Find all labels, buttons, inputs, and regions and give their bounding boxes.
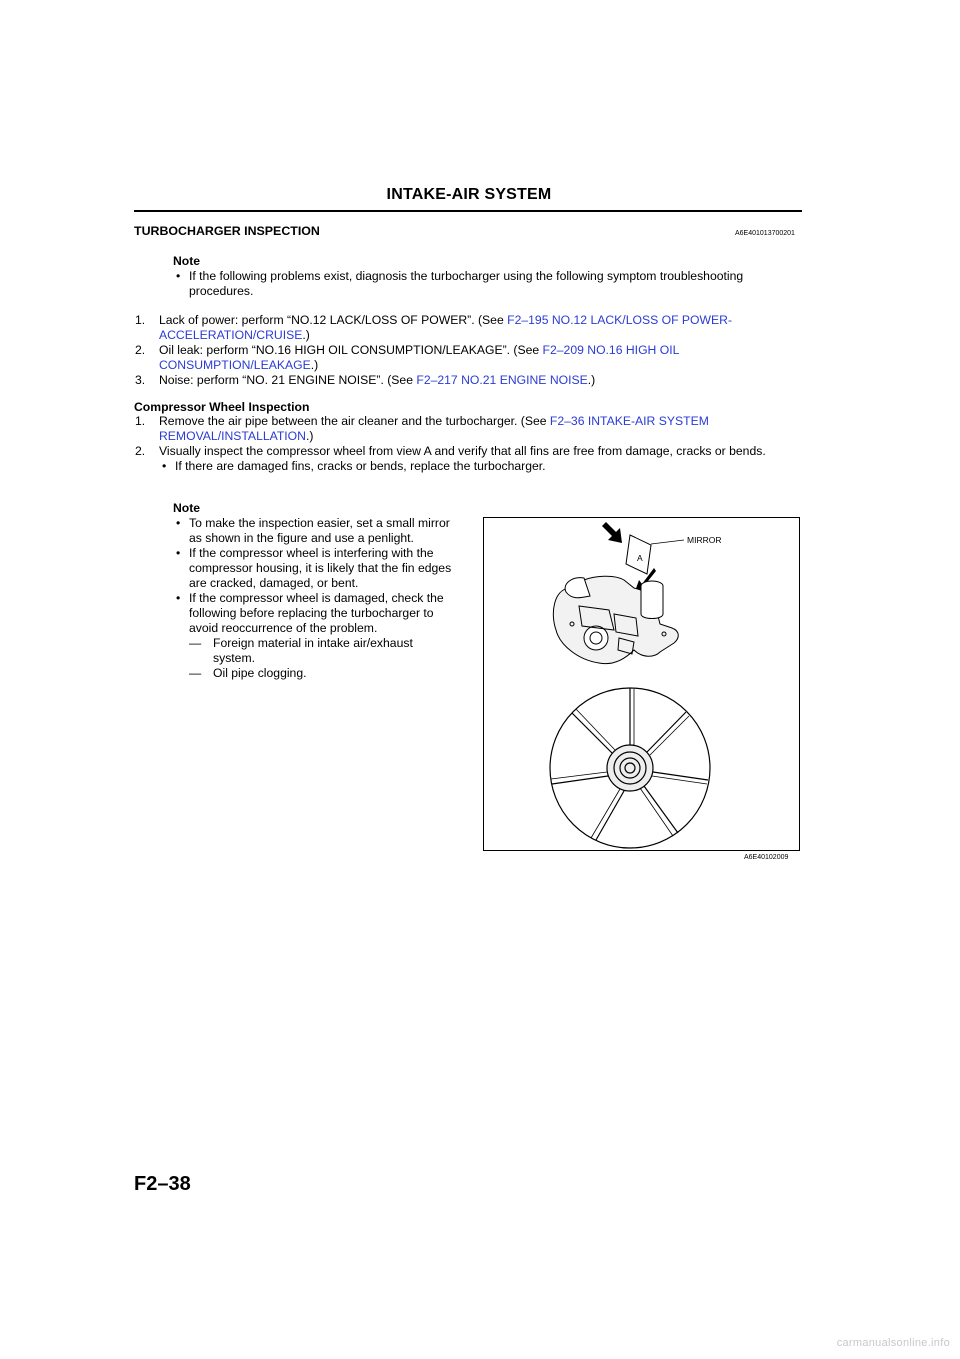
- dash-text: Foreign material in intake air/exhaust s…: [213, 636, 413, 665]
- note-bullet: • If the compressor wheel is damaged, ch…: [173, 591, 456, 636]
- list-text: Lack of power: perform “NO.12 LACK/LOSS …: [159, 313, 508, 327]
- list-item: 2. Visually inspect the compressor wheel…: [135, 444, 795, 459]
- turbocharger-illustration: [549, 522, 711, 849]
- list-text: Visually inspect the compressor wheel fr…: [159, 444, 766, 458]
- link-f2-195[interactable]: F2–195 NO.12 LACK/LOSS OF POWER-ACCELERA…: [159, 313, 733, 342]
- header-rule: [134, 210, 802, 212]
- list-number: 1.: [135, 414, 146, 428]
- list-item: 1. Remove the air pipe between the air c…: [135, 414, 795, 444]
- list-item: 3. Noise: perform “NO. 21 ENGINE NOISE”.…: [135, 373, 795, 388]
- link-f2-217[interactable]: F2–217 NO.21 ENGINE NOISE: [416, 373, 588, 387]
- note-block: Note • If the following problems exist, …: [173, 254, 793, 299]
- mirror-label: MIRROR: [687, 535, 722, 545]
- list-end: .): [310, 358, 319, 372]
- list-end: .): [587, 373, 596, 387]
- watermark: carmanualsonline.info: [836, 1337, 950, 1349]
- list-end: .): [305, 429, 314, 443]
- bullet-dot-icon: •: [176, 516, 181, 530]
- dash-mark: —: [189, 666, 202, 680]
- note-bullet: • If the following problems exist, diagn…: [173, 269, 793, 299]
- note-label: Note: [173, 254, 201, 268]
- section-code: A6E401013700201: [735, 230, 795, 237]
- view-a-label: A: [637, 553, 643, 563]
- note-bullet-text: If the compressor wheel is interfering w…: [189, 546, 452, 590]
- link-f2-36[interactable]: F2–36 INTAKE-AIR SYSTEM REMOVAL/INSTALLA…: [159, 414, 709, 443]
- list-number: 1.: [135, 313, 146, 327]
- turbocharger-icon: [552, 575, 679, 665]
- bullet-dot-icon: •: [176, 546, 181, 560]
- note-bullet-text: If the compressor wheel is damaged, chec…: [189, 591, 444, 635]
- dash-text: Oil pipe clogging.: [213, 666, 307, 680]
- list-number: 2.: [135, 343, 146, 357]
- view-arrow-icon: [602, 522, 622, 543]
- bullet-dot-icon: •: [176, 591, 181, 605]
- page-number: F2–38: [134, 1173, 191, 1195]
- bullet-dot-icon: •: [162, 459, 167, 473]
- dash-item: — Foreign material in intake air/exhaust…: [189, 636, 456, 666]
- compressor-wheel-icon: [549, 687, 711, 849]
- list-text: Oil leak: perform “NO.16 HIGH OIL CONSUM…: [159, 343, 543, 357]
- symptom-list: 1. Lack of power: perform “NO.12 LACK/LO…: [135, 313, 795, 388]
- note-bullet-text: To make the inspection easier, set a sma…: [189, 516, 450, 545]
- compressor-steps: 1. Remove the air pipe between the air c…: [135, 414, 795, 474]
- page-header-title: INTAKE-AIR SYSTEM: [386, 186, 552, 203]
- note-label: Note: [173, 501, 201, 515]
- note-bullet: • To make the inspection easier, set a s…: [173, 516, 456, 546]
- step2-bullet-text: If there are damaged fins, cracks or ben…: [175, 459, 546, 473]
- note-bullet: • If the compressor wheel is interfering…: [173, 546, 456, 591]
- dash-mark: —: [189, 636, 202, 650]
- list-item: 2. Oil leak: perform “NO.16 HIGH OIL CON…: [135, 343, 795, 373]
- step2-bullet: • If there are damaged fins, cracks or b…: [159, 459, 795, 474]
- list-item: 1. Lack of power: perform “NO.12 LACK/LO…: [135, 313, 795, 343]
- compressor-title: Compressor Wheel Inspection: [134, 400, 310, 414]
- link-f2-209[interactable]: F2–209 NO.16 HIGH OIL CONSUMPTION/LEAKAG…: [159, 343, 679, 372]
- section-title: TURBOCHARGER INSPECTION: [134, 224, 320, 238]
- list-number: 2.: [135, 444, 146, 458]
- list-text: Noise: perform “NO. 21 ENGINE NOISE”. (S…: [159, 373, 417, 387]
- note-bullet-text: If the following problems exist, diagnos…: [189, 269, 744, 298]
- list-end: .): [302, 328, 310, 342]
- figure-code: A6E40102009: [744, 854, 789, 861]
- mirror-icon: [625, 534, 652, 575]
- bullet-dot-icon: •: [176, 269, 181, 283]
- list-number: 3.: [135, 373, 146, 387]
- compressor-note-block: Note • To make the inspection easier, se…: [173, 501, 456, 681]
- figure-box: MIRROR A: [483, 517, 800, 851]
- dash-item: — Oil pipe clogging.: [189, 666, 456, 681]
- mirror-leader-line: [650, 539, 685, 545]
- reflection-arrow-icon: [634, 568, 656, 594]
- list-text: Remove the air pipe between the air clea…: [159, 414, 550, 428]
